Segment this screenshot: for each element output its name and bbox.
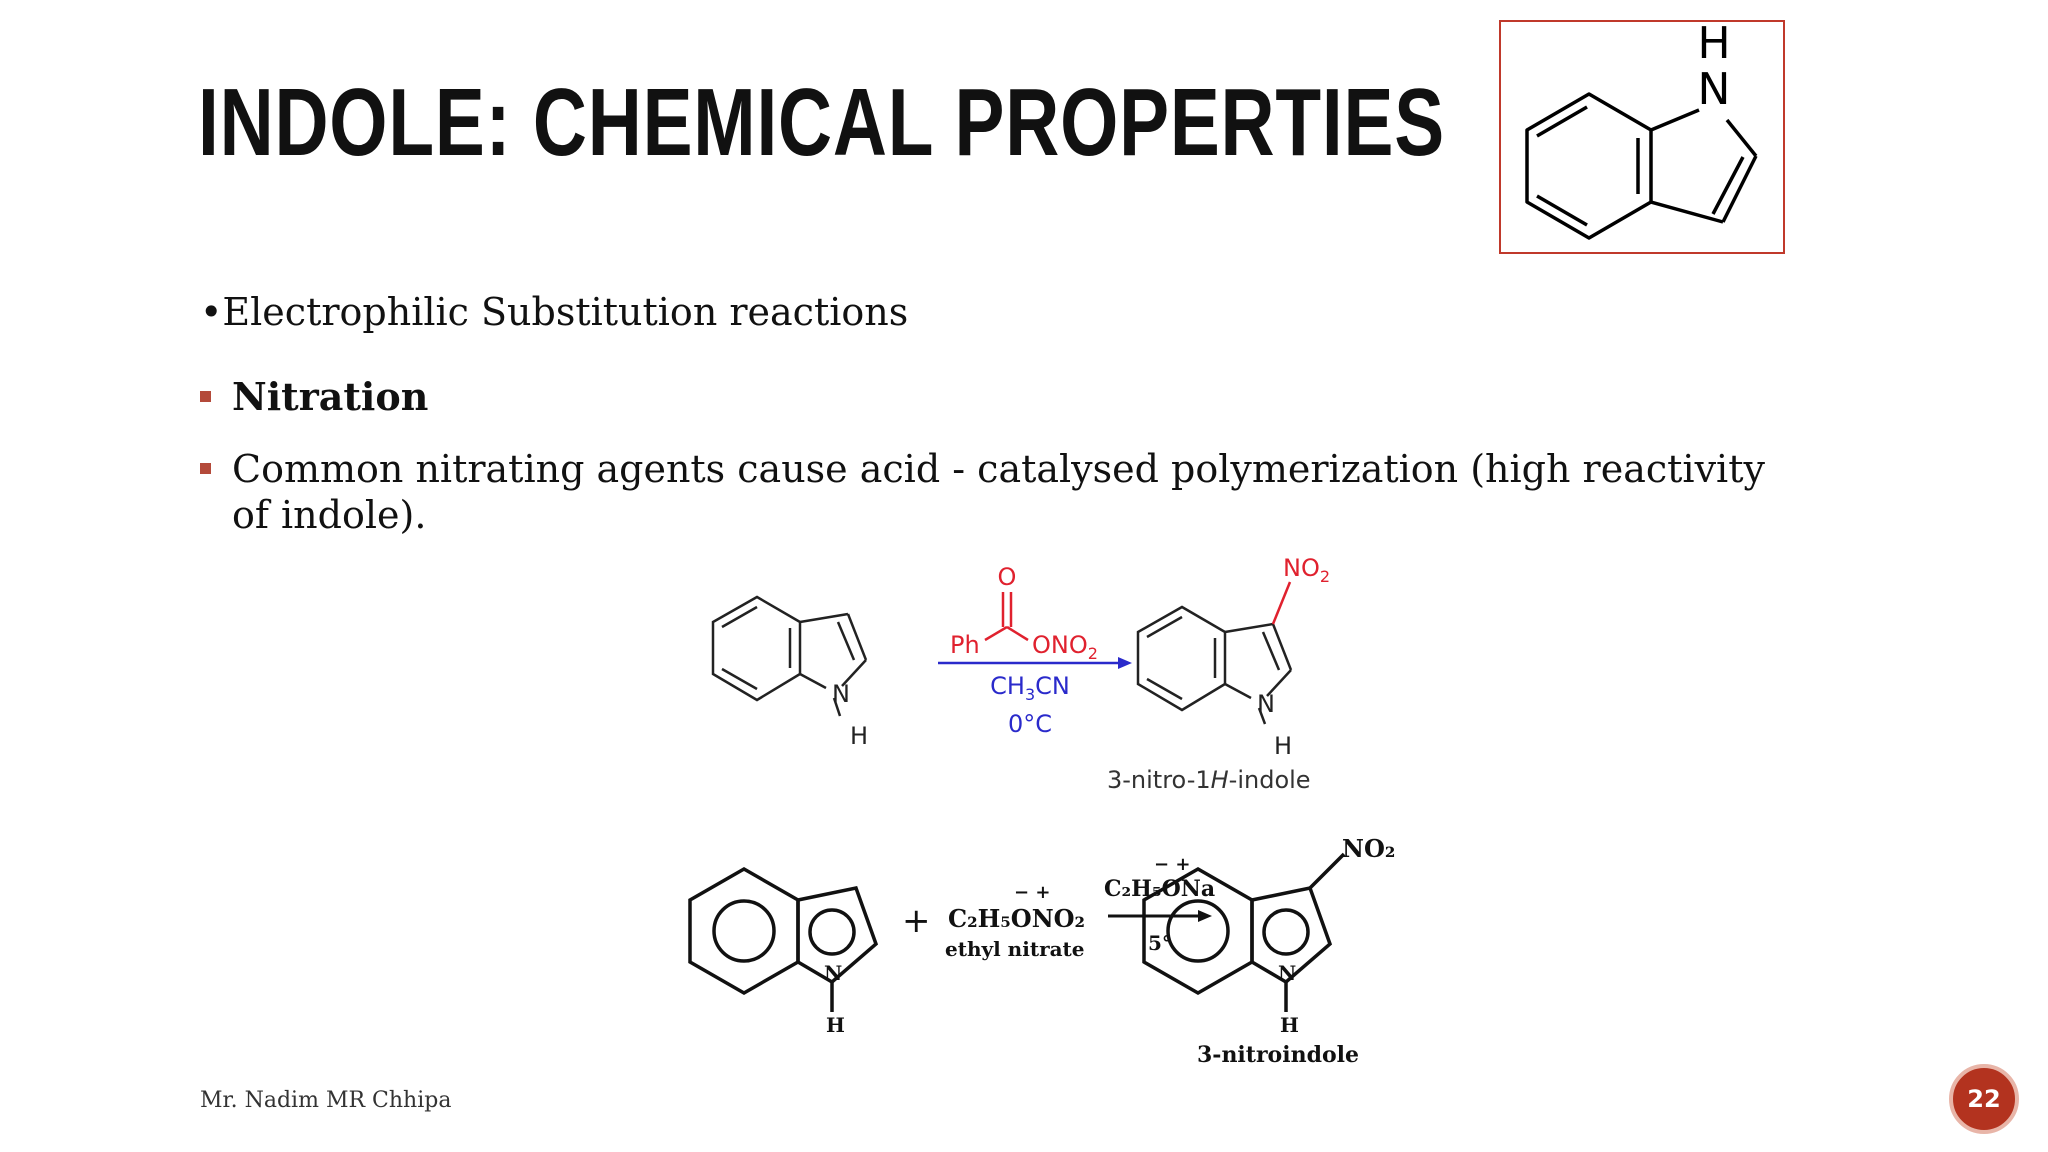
reaction2-reactant-n: N [824,961,842,985]
reaction1-product-h: H [1274,732,1292,760]
indole-structure-diagram: H N [1525,18,1758,240]
slide-title: INDOLE: CHEMICAL PROPERTIES [198,69,1445,176]
reaction1-solvent: CH3CN [990,672,1070,704]
reaction1-temperature: 0°C [1008,710,1052,738]
bullet-square-icon [200,391,211,402]
reaction1-product-name: 3-nitro-1H-indole [1107,766,1311,794]
bullet-nitrating-agents-line2: of indole). [232,493,427,537]
reaction1-product-n: N [1257,690,1275,718]
reaction2-product-name: 3-nitroindole [1197,1042,1359,1068]
reaction2-product-n: N [1278,961,1296,985]
reaction2-reagent: C₂H₅ONO₂ [948,904,1085,933]
reaction1-reagent-ono2: ONO2 [1032,631,1098,663]
reaction1-reactant-h: H [850,722,868,750]
reaction2-reagent-name: ethyl nitrate [945,937,1085,961]
reaction1-reactant-indole [711,595,868,717]
bullet-nitration-text: Nitration [232,374,429,419]
reaction2-temperature: 5° [1148,931,1172,955]
footer-author: Mr. Nadim MR Chhipa [200,1088,452,1113]
reaction1-product-no2: NO2 [1283,554,1330,586]
reaction2-product-h: H [1280,1013,1299,1037]
reaction2-base-charges: − + [1154,854,1190,875]
bullet-nitrating-agents-line1: Common nitrating agents cause acid - cat… [232,447,1765,491]
reaction2-product-no2: NO₂ [1342,834,1395,863]
reaction1-reagent-ph: Ph [950,631,980,659]
reaction1-arrowhead-icon [1118,657,1132,669]
reaction1-reactant-n: N [832,680,850,708]
reaction1-product-nitroindole [1136,605,1293,725]
logo-n-label: N [1698,64,1731,115]
reaction2-base: C₂H₅ONa [1104,876,1215,902]
benzene-ring [1525,92,1653,240]
reaction2-plus: + [902,901,931,941]
bullet-nitrating-agents: Common nitrating agents cause acid - cat… [200,446,1765,538]
reaction1-reagent-o: O [998,563,1017,591]
reaction2-product-nitroindole [1142,852,1346,1012]
nitration-reaction-scheme: N H O Ph ONO2 CH3CN 0°C NO2 N H 3-nitro-… [688,554,1395,1068]
indole-structure-box: H N [1499,18,1785,254]
logo-h-label: H [1697,22,1730,69]
page-number-badge: 22 [1949,1064,2019,1134]
reaction1-reagent-structure [984,592,1029,642]
bullet-nitration: Nitration [200,374,428,419]
reaction2-reagent-charges: − + [1014,882,1050,903]
intro-text: •Electrophilic Substitution reactions [200,290,909,334]
reaction2-reactant-indole [688,866,879,1012]
reaction2-arrowhead-icon [1198,910,1212,922]
reaction1-no2-bond [1271,581,1292,625]
bullet-square-icon [200,463,211,474]
reaction2-reactant-h: H [826,1013,845,1037]
